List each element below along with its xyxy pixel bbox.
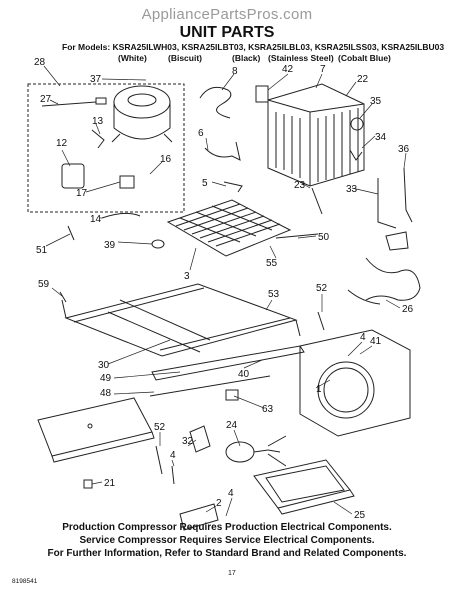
callout-22: 22: [357, 74, 369, 85]
note-further-information: For Further Information, Refer to Standa…: [47, 548, 407, 559]
screw-4-drawing: [171, 465, 175, 485]
leader-lines: [43, 65, 407, 517]
tube-8-drawing: [199, 86, 232, 119]
callout-51: 51: [36, 245, 48, 256]
callout-6: 6: [198, 128, 204, 139]
site-watermark: AppliancePartsPros.com: [141, 6, 313, 23]
tube-6-drawing: [204, 141, 241, 161]
callout-36: 36: [398, 144, 410, 155]
callout-1: 1: [316, 384, 322, 395]
callout-40: 40: [238, 369, 250, 380]
compressor-group-outline: [27, 83, 185, 213]
callout-16: 16: [160, 154, 172, 165]
plate-2-drawing: [179, 503, 219, 531]
callout-2: 2: [216, 498, 222, 509]
callout-26: 26: [402, 304, 414, 315]
part-51-drawing: [67, 225, 75, 241]
finish-white: (White): [118, 53, 147, 63]
callout-50: 50: [318, 232, 330, 243]
tubing-14-drawing: [101, 212, 141, 219]
callout-4-lower: 4: [170, 450, 176, 461]
part-63-drawing: [225, 389, 239, 401]
fan-shroud-drawing: [299, 329, 411, 437]
compressor-drawing: [111, 85, 173, 143]
note-production-compressor: Production Compressor Requires Productio…: [62, 522, 392, 533]
callout-17: 17: [76, 188, 88, 199]
condenser-coil-drawing: [267, 83, 365, 187]
tube-50-drawing: [275, 233, 319, 239]
drier-23-drawing: [311, 187, 323, 215]
page-number: 17: [228, 570, 236, 577]
callout-24: 24: [226, 420, 238, 431]
callout-55: 55: [266, 258, 278, 269]
part-59-drawing: [59, 291, 67, 303]
callout-52-lower: 52: [154, 422, 166, 433]
callout-63: 63: [262, 404, 274, 415]
callout-13: 13: [92, 116, 104, 127]
callout-23: 23: [294, 180, 306, 191]
callout-4-bottom: 4: [228, 488, 234, 499]
callout-27: 27: [40, 94, 52, 105]
wire-harness-drawing: [347, 231, 421, 305]
callout-21: 21: [104, 478, 116, 489]
bottom-panel-drawing: [37, 397, 155, 463]
bracket-32-drawing: [189, 425, 211, 453]
callout-41: 41: [370, 336, 382, 347]
callout-35: 35: [370, 96, 382, 107]
grommet-39-drawing: [151, 239, 165, 249]
callout-34: 34: [375, 132, 387, 143]
callout-5: 5: [202, 178, 208, 189]
rail-40-drawing: [151, 345, 305, 381]
callout-49: 49: [100, 373, 112, 384]
finish-biscuit: (Biscuit): [168, 53, 202, 63]
callout-53: 53: [268, 289, 280, 300]
finish-stainless-steel: (Stainless Steel): [268, 53, 334, 63]
callout-33: 33: [346, 184, 358, 195]
callout-3: 3: [184, 271, 190, 282]
callout-8: 8: [232, 66, 238, 77]
callout-28: 28: [34, 57, 46, 68]
models-line: For Models: KSRA25ILWH03, KSRA25ILBT03, …: [62, 42, 445, 52]
bracket-42-drawing: [255, 85, 269, 103]
page-title: UNIT PARTS: [179, 24, 275, 41]
condenser-grid-drawing: [166, 199, 292, 257]
callout-42: 42: [282, 64, 294, 75]
callout-48: 48: [100, 388, 112, 399]
note-service-compressor: Service Compressor Requires Service Elec…: [79, 535, 375, 546]
base-frame-drawing: [61, 283, 301, 357]
finish-cobalt-blue: (Cobalt Blue): [338, 53, 391, 63]
capacitor-wire-drawing: [41, 101, 97, 107]
callout-labels: 28 37 8 42 7 22 27 13 12 16 17 35 34 6 3…: [34, 57, 414, 521]
screw-52-drawing: [317, 311, 325, 331]
drain-pan-drawing: [253, 459, 355, 515]
callout-4: 4: [360, 332, 366, 343]
fan-motor-drawing: [225, 435, 287, 467]
finish-black: (Black): [232, 53, 261, 63]
clip-35-drawing: [350, 117, 364, 131]
callout-12: 12: [56, 138, 68, 149]
overload-drawing: [119, 175, 135, 189]
screw-21-drawing: [83, 479, 93, 489]
screw-52-lower-drawing: [155, 445, 163, 475]
part-5-drawing: [223, 181, 243, 193]
clip-34-drawing: [349, 149, 363, 161]
callout-7: 7: [320, 64, 326, 75]
callout-52: 52: [316, 283, 328, 294]
tube-36-drawing: [403, 167, 413, 223]
relay-drawing: [61, 163, 85, 189]
callout-14: 14: [90, 214, 102, 225]
tube-33-drawing: [377, 178, 397, 229]
part-drawings: [27, 83, 421, 531]
callout-25: 25: [354, 510, 366, 521]
callout-30: 30: [98, 360, 110, 371]
rail-48-drawing: [149, 375, 271, 397]
callout-39: 39: [104, 240, 116, 251]
callout-32: 32: [182, 436, 194, 447]
document-number: 8198541: [12, 578, 38, 585]
callout-37: 37: [90, 74, 102, 85]
callout-59: 59: [38, 279, 50, 290]
